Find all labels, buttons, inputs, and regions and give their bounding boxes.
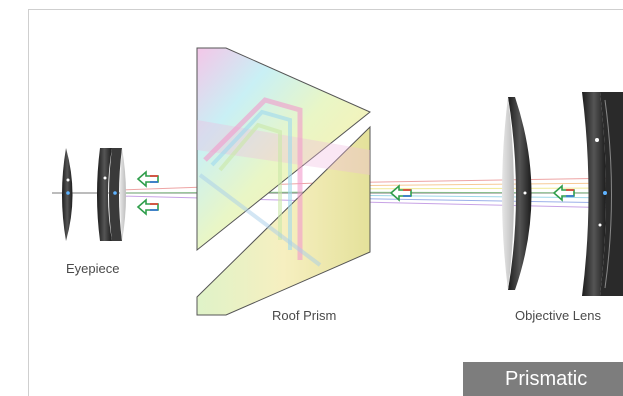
objective-lens-label: Objective Lens [515, 308, 601, 323]
direction-arrow-eyepiece-lower [138, 200, 158, 214]
roof-prism-label: Roof Prism [272, 308, 336, 323]
eyepiece-lenses [62, 148, 126, 241]
direction-arrow-middle [391, 186, 411, 200]
prismatic-badge: Prismatic [463, 362, 623, 396]
direction-arrow-eyepiece-upper [138, 172, 158, 186]
roof-prism [197, 48, 370, 315]
eyepiece-label: Eyepiece [66, 261, 119, 276]
